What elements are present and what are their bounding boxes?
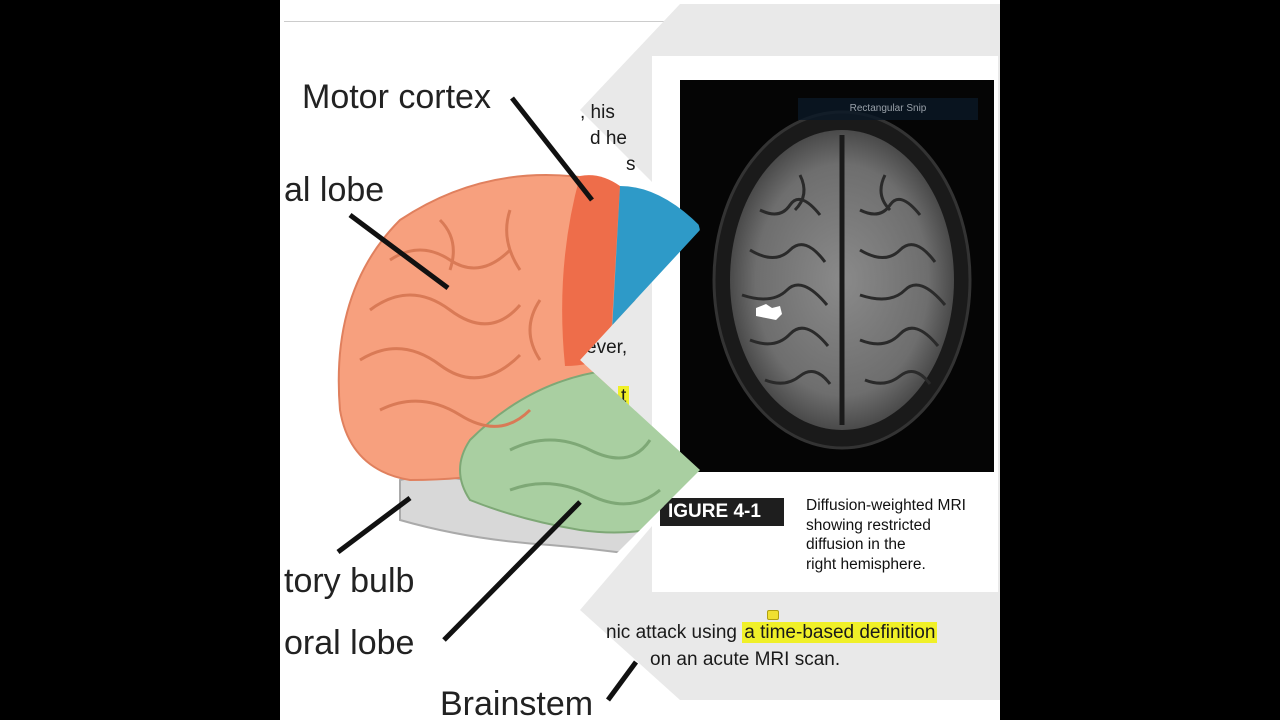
caption-line-3: diffusion in the <box>806 536 906 553</box>
doc-line-3: s <box>626 154 636 175</box>
caption-line-4: right hemisphere. <box>806 555 926 573</box>
temporal-lobe-label: oral lobe <box>284 624 415 662</box>
frontal-lobe-leader <box>348 212 450 291</box>
highlighted-definition: a time-based definition <box>742 622 938 643</box>
brainstem-label: Brainstem <box>440 685 594 720</box>
olfactory-bulb-leader <box>336 496 412 554</box>
brain-illustration <box>336 96 700 702</box>
doc-line-2: d he <box>590 128 627 149</box>
motor-cortex-leader <box>510 96 594 202</box>
top-divider <box>284 21 676 22</box>
mri-scan-graphic <box>712 110 972 450</box>
mri-image: Rectangular Snip <box>680 80 994 472</box>
doc-line-1: , his <box>580 102 615 123</box>
temporal-lobe-leader <box>442 500 582 642</box>
caption-line-2: showing restricted <box>806 516 931 534</box>
snip-tooltip: Rectangular Snip <box>798 98 978 120</box>
caption-line-1: Diffusion-weighted MRI <box>806 497 966 514</box>
lesion-highlight <box>756 304 782 320</box>
motor-cortex-label: Motor cortex <box>302 78 491 116</box>
bottom-line-2: on an acute MRI scan. <box>650 649 841 670</box>
brainstem-leader <box>605 660 639 702</box>
bottom-line-1-prefix: nic attack using <box>606 622 743 643</box>
doc-line-5: t <box>618 386 630 408</box>
frontal-lobe-label: al lobe <box>284 171 385 209</box>
collage-canvas: , his d he s ever, t <box>280 0 1000 720</box>
olfactory-bulb-label: tory bulb <box>284 562 415 600</box>
bottom-line-1: nic attack using a time-based definition <box>606 622 938 644</box>
figure-caption: Diffusion-weighted MRI showing restricte… <box>806 496 966 574</box>
comment-marker-icon[interactable] <box>767 610 779 620</box>
figure-label: IGURE 4-1 <box>660 498 784 526</box>
